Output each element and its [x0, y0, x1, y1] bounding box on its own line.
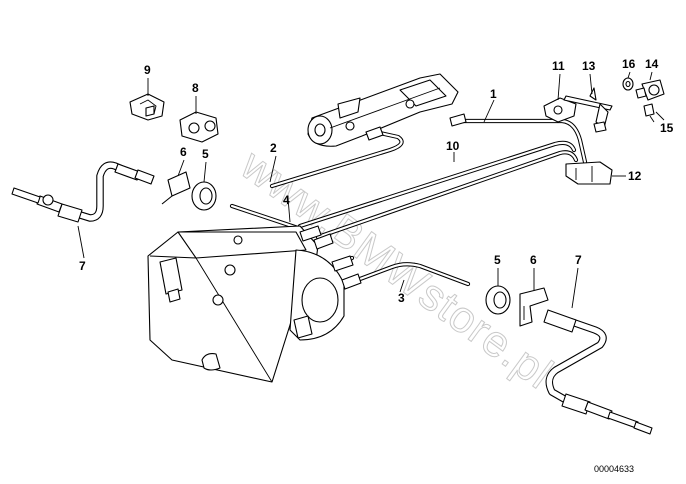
clip-11 [543, 97, 577, 123]
brake-hose-right [543, 309, 653, 435]
callout-8: 8 [192, 81, 199, 95]
callout-14: 14 [645, 57, 659, 71]
bracket-13 [563, 87, 613, 133]
callout-6-left: 6 [180, 145, 187, 159]
callout-1: 1 [490, 87, 497, 101]
callout-11: 11 [552, 59, 565, 73]
abs-hydraulic-unit [147, 225, 362, 383]
callout-9: 9 [144, 63, 151, 77]
screw-15 [643, 103, 655, 123]
grommet-5-left [191, 181, 217, 211]
clip-9 [129, 93, 165, 121]
clip-8 [179, 111, 219, 143]
callout-6-right: 6 [530, 253, 537, 267]
grommet-5-right [485, 285, 511, 315]
clip-12 [565, 161, 613, 185]
callout-10: 10 [446, 139, 460, 153]
callout-7-right: 7 [575, 253, 582, 267]
brake-pipe-4 [229, 203, 301, 231]
document-number: 00004633 [594, 464, 634, 474]
washer-16 [622, 77, 634, 91]
callout-3: 3 [398, 291, 405, 305]
callout-16: 16 [622, 57, 636, 71]
callout-5-left: 5 [202, 147, 209, 161]
brake-pipe-10 [297, 140, 579, 240]
brake-hose-left [11, 161, 155, 223]
callout-15: 15 [660, 121, 674, 135]
leader-lines [77, 71, 665, 309]
bracket-6-right [519, 287, 549, 327]
callout-2: 2 [270, 141, 277, 155]
callout-13: 13 [582, 59, 596, 73]
callout-5-right: 5 [494, 253, 501, 267]
brake-pipe-2 [269, 130, 404, 189]
master-cylinder [307, 73, 467, 147]
connector-14 [635, 79, 665, 101]
callout-4: 4 [283, 193, 290, 207]
callout-12: 12 [628, 169, 642, 183]
bracket-6-left [161, 171, 191, 205]
callout-7-left: 7 [79, 259, 86, 273]
